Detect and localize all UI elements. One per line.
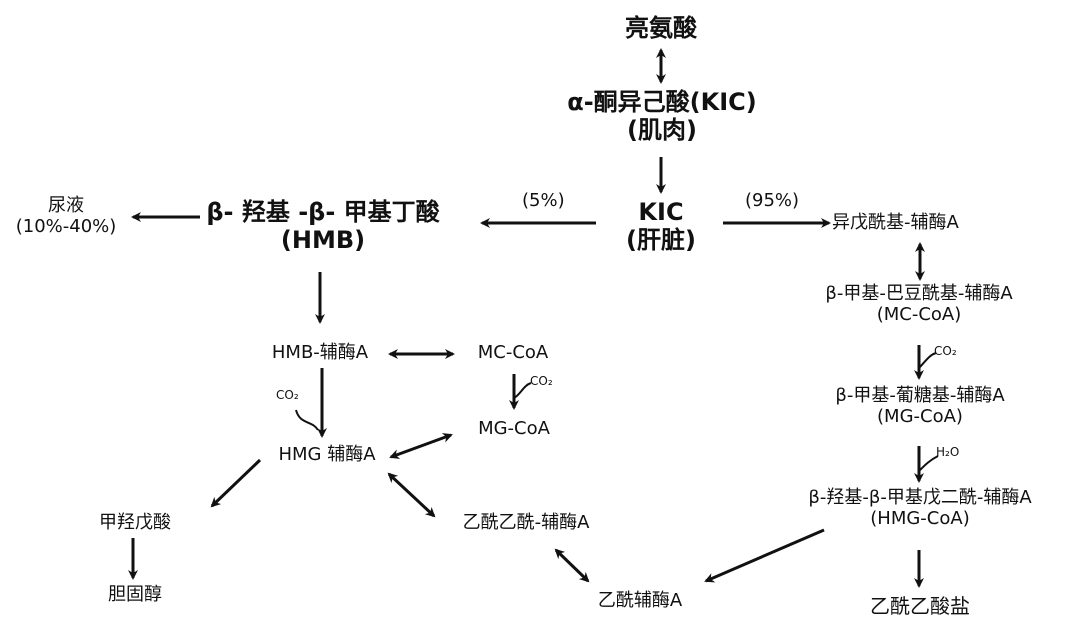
node-kic-liver: KIC (肝脏) (612, 198, 710, 255)
kic-liver-label: KIC (638, 198, 684, 226)
h2o-curl-mgcoa-right (918, 455, 939, 472)
leucine-label: 亮氨酸 (625, 14, 697, 42)
co2-curl-hmbcoa (295, 409, 319, 431)
arrow-hmgcoa-mevalonate (210, 458, 262, 508)
hmb-abbrev: (HMB) (280, 226, 366, 255)
cholesterol-label: 胆固醇 (108, 584, 162, 605)
label-5-percent: (5%) (522, 190, 565, 211)
node-isovaleryl-coa: 异戊酰基-辅酶A (832, 212, 1012, 233)
mc-coa-left-label: MC-CoA (477, 342, 549, 363)
node-mg-coa-right: β-甲基-葡糖基-辅酶A (MG-CoA) (800, 385, 1040, 427)
mg-coa-right-abbrev: (MG-CoA) (877, 406, 963, 428)
node-acetoacetate: 乙酰乙酸盐 (855, 594, 985, 619)
hmg-coa-left-label: HMG 辅酶A (278, 444, 376, 465)
arrow-hmgcoa-acetoacetyl (387, 472, 436, 518)
mg-coa-left-label: MG-CoA (478, 418, 550, 439)
node-cholesterol: 胆固醇 (90, 584, 180, 605)
cofactor-co2-hmbcoa: CO₂ (276, 388, 299, 402)
kic-muscle-location: (肌肉) (627, 116, 697, 145)
co2-curl-mccoa-right (918, 352, 937, 369)
acetyl-coa-label: 乙酰辅酶A (597, 590, 683, 611)
node-acetyl-coa: 乙酰辅酶A (580, 590, 700, 611)
acetoacetate-label: 乙酰乙酸盐 (870, 594, 970, 618)
node-mc-coa-right: β-甲基-巴豆酰基-辅酶A (MC-CoA) (784, 283, 1054, 325)
acetoacetyl-coa-label: 乙酰乙酰-辅酶A (462, 512, 590, 533)
node-mevalonate: 甲羟戊酸 (80, 512, 190, 533)
cofactor-h2o-right: H₂O (936, 445, 960, 459)
node-mg-coa-left: MG-CoA (458, 418, 570, 439)
arrow-acetoacetyl-acetyl (554, 548, 590, 583)
node-kic-muscle: α-酮异己酸(KIC) (肌肉) (544, 88, 780, 145)
kic-muscle-label: α-酮异己酸(KIC) (567, 88, 757, 116)
node-hmb-coa: HMB-辅酶A (255, 342, 385, 363)
hmb-label: β- 羟基 -β- 甲基丁酸 (206, 198, 440, 226)
urine-percentage: (10%-40%) (15, 216, 117, 238)
hmg-coa-right-label: β-羟基-β-甲基戊二酰-辅酶A (808, 487, 1032, 508)
co2-curl-mccoa-left (513, 382, 532, 399)
kic-liver-location: (肝脏) (626, 226, 696, 255)
hmg-coa-right-abbrev: (HMG-CoA) (870, 508, 970, 530)
urine-label: 尿液 (48, 195, 84, 216)
cofactor-co2-mccoa-left: CO₂ (530, 374, 553, 388)
label-95-percent: (95%) (745, 190, 800, 211)
node-mc-coa-left: MC-CoA (458, 342, 568, 363)
node-acetoacetyl-coa: 乙酰乙酰-辅酶A (446, 512, 606, 533)
mevalonate-label: 甲羟戊酸 (99, 512, 171, 533)
mc-coa-right-abbrev: (MC-CoA) (876, 304, 962, 326)
node-leucine: 亮氨酸 (614, 14, 708, 42)
mg-coa-right-label: β-甲基-葡糖基-辅酶A (835, 385, 1005, 406)
node-hmb: β- 羟基 -β- 甲基丁酸 (HMB) (198, 198, 448, 255)
arrow-mgcoa-hmgcoa (389, 433, 453, 459)
node-hmg-coa-right: β-羟基-β-甲基戊二酰-辅酶A (HMG-CoA) (770, 487, 1070, 529)
mc-coa-right-label: β-甲基-巴豆酰基-辅酶A (825, 283, 1013, 304)
arrow-hmgcoa-acetylcoa (704, 528, 825, 583)
node-urine: 尿液 (10%-40%) (6, 195, 126, 237)
isovaleryl-coa-label: 异戊酰基-辅酶A (832, 212, 959, 233)
cofactor-co2-right: CO₂ (934, 344, 957, 358)
node-hmg-coa-left: HMG 辅酶A (262, 444, 392, 465)
hmb-coa-label: HMB-辅酶A (271, 342, 369, 363)
